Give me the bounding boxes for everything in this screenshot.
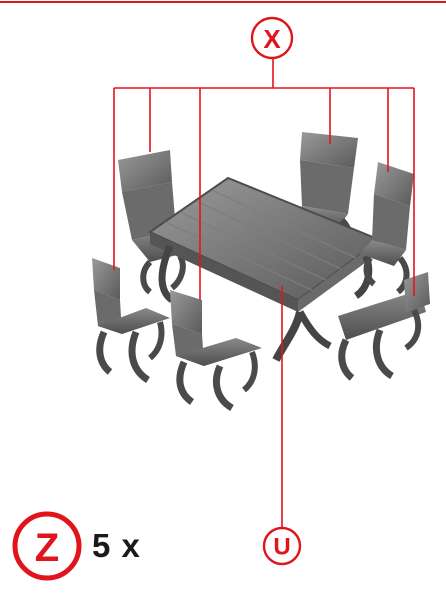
label-u-text: U (273, 534, 290, 561)
chair-front-left (92, 258, 170, 380)
furniture-illustration (92, 132, 430, 408)
label-z-text: Z (35, 526, 59, 570)
chair-front-right (338, 272, 430, 378)
label-x-text: X (263, 24, 281, 54)
chair-front-middle (170, 290, 262, 408)
label-x: X (252, 18, 292, 58)
label-z: Z (15, 514, 79, 578)
chair-right (360, 162, 414, 292)
label-u: U (264, 528, 300, 564)
quantity-text: 5 x (92, 527, 141, 565)
